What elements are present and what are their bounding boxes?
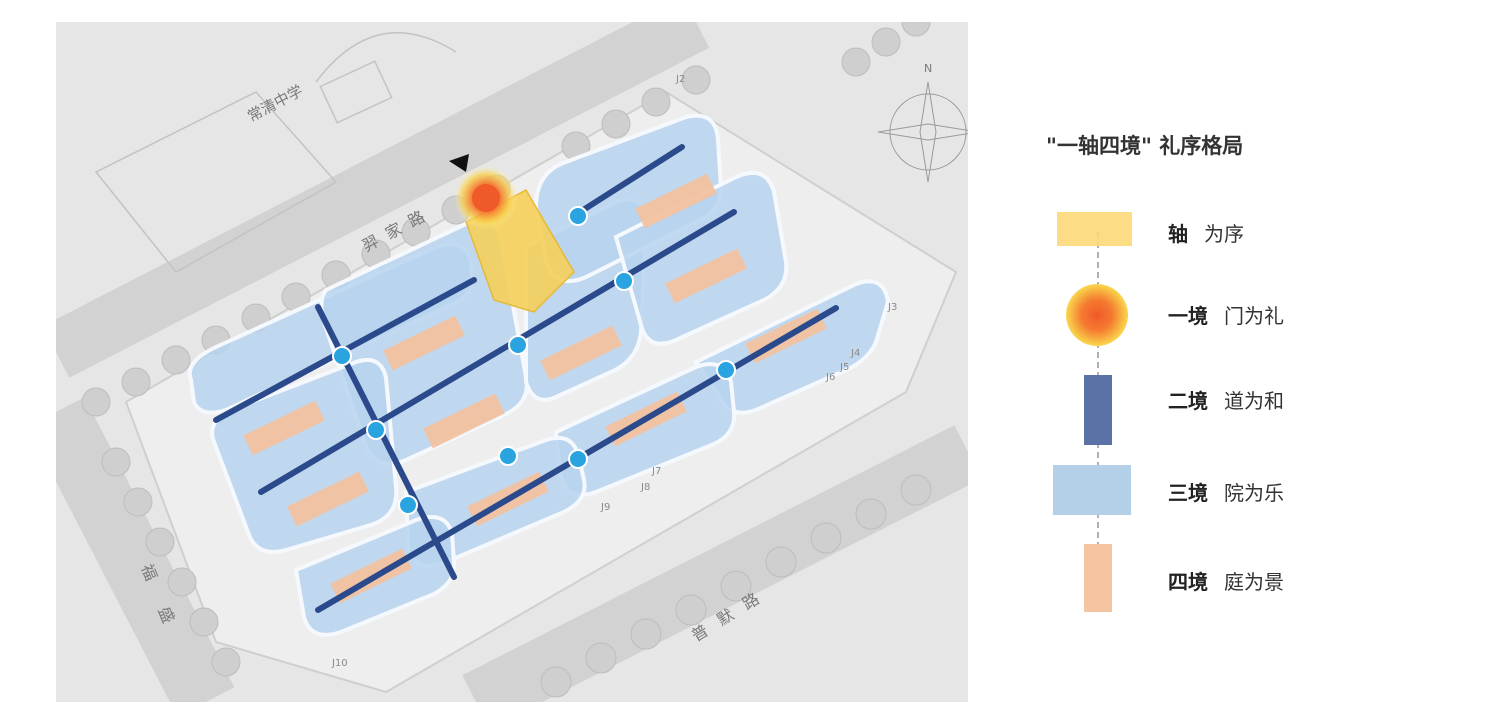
- lot-labels: J2 J3 J4 J5 J6 J7 J8 J9 J10: [331, 74, 897, 669]
- legend-item-street: 二境 道为和: [1050, 375, 1350, 445]
- courtyard-swatch: [1053, 465, 1131, 515]
- gate-core: [472, 184, 500, 212]
- lot-label: J5: [839, 362, 849, 373]
- entrance-arrow-icon: [449, 154, 469, 172]
- legend-title: "一轴四境" 礼序格局: [1046, 134, 1244, 158]
- legend-item-courtyard: 三境 院为乐: [1050, 465, 1350, 525]
- lot-label: J3: [887, 302, 897, 313]
- gate-swatch: [1066, 284, 1128, 346]
- lot-label: J7: [651, 466, 661, 477]
- school-outline: [94, 32, 457, 273]
- lot-label: J2: [675, 74, 685, 85]
- lot-label: J10: [331, 658, 348, 669]
- legend-item-strong: 二境: [1168, 389, 1208, 413]
- legend-item-strong: 四境: [1168, 570, 1208, 594]
- legend-item-text: 为序: [1204, 222, 1244, 246]
- lot-label: J9: [600, 502, 610, 513]
- axis-swatch: [1057, 212, 1132, 246]
- lot-label: J8: [640, 482, 650, 493]
- street-swatch: [1084, 375, 1112, 445]
- legend-item-garden: 四境 庭为景: [1050, 544, 1350, 612]
- legend-item-text: 道为和: [1224, 389, 1284, 413]
- legend-item-axis: 轴 为序: [1050, 212, 1350, 272]
- legend-item-gate: 一境 门为礼: [1050, 284, 1350, 346]
- lot-label: J6: [825, 372, 835, 383]
- north-arrow-icon: [877, 81, 968, 183]
- legend-item-text: 院为乐: [1224, 481, 1284, 505]
- legend-item-text: 门为礼: [1224, 304, 1284, 328]
- street-nodes: [332, 206, 736, 515]
- lot-label: J4: [850, 348, 860, 359]
- roads: [56, 22, 968, 702]
- legend-item-text: 庭为景: [1224, 570, 1284, 594]
- site-plan: N 常清中学 羿家路 福盛 普默路 J2 J3 J4 J5 J6 J7 J8 J…: [56, 22, 968, 702]
- legend-item-strong: 轴: [1168, 222, 1188, 246]
- legend-item-strong: 一境: [1168, 304, 1208, 328]
- north-label: N: [924, 62, 932, 75]
- legend-item-strong: 三境: [1168, 481, 1208, 505]
- garden-swatch: [1084, 544, 1112, 612]
